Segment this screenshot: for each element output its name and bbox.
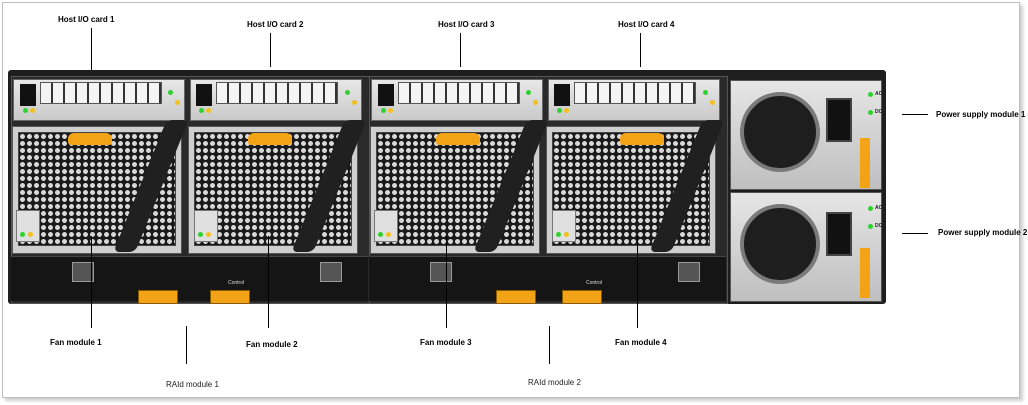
power-inlet-icon[interactable]	[826, 212, 852, 256]
io-card-1-ports	[40, 82, 162, 104]
leader-line-fan-3	[446, 236, 447, 328]
ethernet-port-icon[interactable]	[678, 262, 700, 282]
io-card-2-sfp	[196, 84, 212, 106]
power-inlet-icon[interactable]	[826, 98, 852, 142]
status-led	[23, 108, 28, 113]
psu-dc-label: DC	[875, 223, 883, 229]
psu-dc-label: DC	[875, 109, 883, 115]
status-led	[386, 232, 391, 237]
label-power-supply-module-2: Power supply module 2	[938, 228, 1028, 237]
status-led	[381, 108, 386, 113]
status-led	[28, 232, 33, 237]
fan-status-tag	[374, 210, 398, 242]
status-led	[388, 108, 393, 113]
status-led	[199, 108, 204, 113]
leader-line-psu-2	[902, 233, 928, 234]
leader-line-raid-1	[186, 326, 187, 364]
status-led	[30, 108, 35, 113]
fan-handle-tab[interactable]	[620, 133, 664, 145]
control-label: Control	[586, 280, 603, 286]
io-card-4-sfp	[554, 84, 570, 106]
status-led	[556, 232, 561, 237]
leader-line-io-1	[91, 28, 92, 84]
ethernet-port-icon[interactable]	[320, 262, 342, 282]
status-led	[557, 108, 562, 113]
label-fan-module-1: Fan module 1	[50, 338, 102, 347]
status-led	[868, 224, 873, 229]
status-led	[526, 90, 531, 95]
psu-handle[interactable]	[860, 138, 870, 188]
label-fan-module-4: Fan module 4	[615, 338, 667, 347]
label-host-io-card-1: Host I/O card 1	[58, 15, 115, 24]
psu-handle[interactable]	[860, 248, 870, 298]
raid-module-1-latch[interactable]	[210, 290, 250, 304]
controller-1-bottom-panel	[11, 256, 368, 301]
leader-line-psu-1	[902, 114, 928, 115]
label-host-io-card-4: Host I/O card 4	[618, 20, 675, 29]
status-led	[868, 206, 873, 211]
io-card-1-sfp	[20, 84, 36, 106]
label-raid-module-1: RAId module 1	[166, 380, 219, 389]
fan-status-tag	[16, 210, 40, 242]
fan-status-tag	[552, 210, 576, 242]
fan-status-tag	[194, 210, 218, 242]
io-card-2-ports	[216, 82, 338, 104]
fan-handle-tab[interactable]	[436, 133, 480, 145]
label-power-supply-module-1: Power supply module 1	[936, 110, 1026, 119]
status-led	[868, 110, 873, 115]
io-card-3-ports	[398, 82, 520, 104]
status-led	[564, 108, 569, 113]
raid-module-2-latch[interactable]	[562, 290, 602, 304]
status-led	[175, 100, 180, 105]
label-raid-module-2: RAId module 2	[528, 378, 581, 387]
status-led	[564, 232, 569, 237]
status-led	[710, 100, 715, 105]
status-led	[206, 232, 211, 237]
control-label: Control	[228, 280, 245, 286]
io-card-4-ports	[574, 82, 696, 104]
psu-fan-vent	[740, 92, 820, 172]
status-led	[206, 108, 211, 113]
status-led	[198, 232, 203, 237]
leader-line-fan-2	[268, 236, 269, 328]
usb-port-icon[interactable]	[430, 262, 452, 282]
leader-line-fan-4	[637, 236, 638, 328]
status-led	[352, 100, 357, 105]
leader-line-io-2	[270, 33, 271, 67]
raid-module-1-latch[interactable]	[138, 290, 178, 304]
io-card-3-sfp	[378, 84, 394, 106]
controller-2-bottom-panel	[369, 256, 726, 301]
label-fan-module-3: Fan module 3	[420, 338, 472, 347]
status-led	[20, 232, 25, 237]
status-led	[868, 92, 873, 97]
status-led	[703, 90, 708, 95]
leader-line-io-3	[460, 33, 461, 67]
status-led	[168, 90, 173, 95]
fan-handle-tab[interactable]	[68, 133, 112, 145]
psu-ac-label: AC	[875, 91, 883, 97]
status-led	[345, 90, 350, 95]
fan-handle-tab[interactable]	[248, 133, 292, 145]
raid-module-2-latch[interactable]	[496, 290, 536, 304]
status-led	[533, 100, 538, 105]
status-led	[378, 232, 383, 237]
leader-line-raid-2	[549, 326, 550, 364]
label-host-io-card-3: Host I/O card 3	[438, 20, 495, 29]
label-host-io-card-2: Host I/O card 2	[247, 20, 304, 29]
leader-line-io-4	[640, 33, 641, 67]
usb-port-icon[interactable]	[72, 262, 94, 282]
label-fan-module-2: Fan module 2	[246, 340, 298, 349]
psu-fan-vent	[740, 204, 820, 284]
leader-line-fan-1	[91, 236, 92, 328]
psu-ac-label: AC	[875, 205, 883, 211]
